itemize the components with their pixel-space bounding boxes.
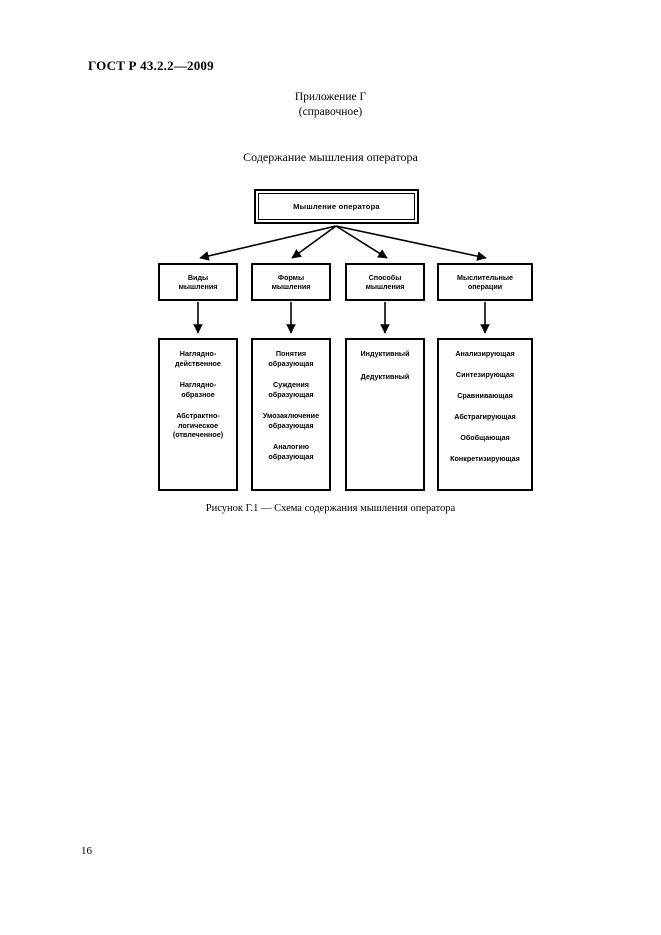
list-item: Индуктивный	[360, 349, 410, 358]
list-item: Сравнивающая	[457, 391, 513, 400]
node-column-sposoby-items: Индуктивный Дедуктивный	[345, 338, 425, 491]
node-category-sposoby: Способы мышления	[345, 263, 425, 301]
list-item: Обобщающая	[460, 433, 510, 442]
list-item: Наглядно- действенное	[175, 349, 221, 368]
list-item: Анализирующая	[455, 349, 515, 358]
list-item: Конкретизирующая	[450, 454, 520, 463]
node-category-formy: Формы мышления	[251, 263, 331, 301]
node-category-label: Виды мышления	[178, 272, 218, 292]
node-column-formy-items: Понятия образующая Суждения образующая У…	[251, 338, 331, 491]
list-item: Аналогию образующая	[268, 442, 314, 461]
node-column-operacii-items: Анализирующая Синтезирующая Сравнивающая…	[437, 338, 533, 491]
node-category-label: Способы мышления	[365, 272, 405, 292]
node-category-label: Формы мышления	[271, 272, 311, 292]
node-category-label: Мыслительные операции	[456, 272, 514, 292]
annex-title: Приложение Г	[294, 91, 367, 103]
node-root-label: Мышление оператора	[293, 201, 380, 211]
node-root-inner: Мышление оператора	[258, 193, 415, 220]
list-item: Суждения образующая	[268, 380, 314, 399]
list-item: Понятия образующая	[268, 349, 314, 368]
node-category-vidy: Виды мышления	[158, 263, 238, 301]
list-item: Дедуктивный	[360, 371, 410, 381]
list-item: Наглядно- образное	[179, 380, 217, 399]
annex-heading: Приложение Г (справочное)	[0, 90, 661, 120]
vertical-arrows	[193, 302, 490, 334]
page-number: 16	[81, 845, 92, 857]
list-item: Абстрактно- логическое (отвлеченное)	[172, 411, 224, 439]
node-column-vidy-items: Наглядно- действенное Наглядно- образное…	[158, 338, 238, 491]
node-category-operacii: Мыслительные операции	[437, 263, 533, 301]
fanout-arrows	[199, 225, 487, 261]
page-title: Содержание мышления оператора	[243, 150, 418, 164]
standard-header: ГОСТ Р 43.2.2—2009	[88, 58, 214, 73]
list-item: Синтезирующая	[455, 370, 515, 379]
figure-caption: Рисунок Г.1 — Схема содержания мышления …	[205, 503, 456, 514]
node-root: Мышление оператора	[254, 189, 419, 224]
annex-subtitle: (справочное)	[298, 106, 363, 118]
list-item: Абстрагирующая	[454, 412, 516, 421]
list-item: Умозаключение образующая	[262, 411, 320, 430]
